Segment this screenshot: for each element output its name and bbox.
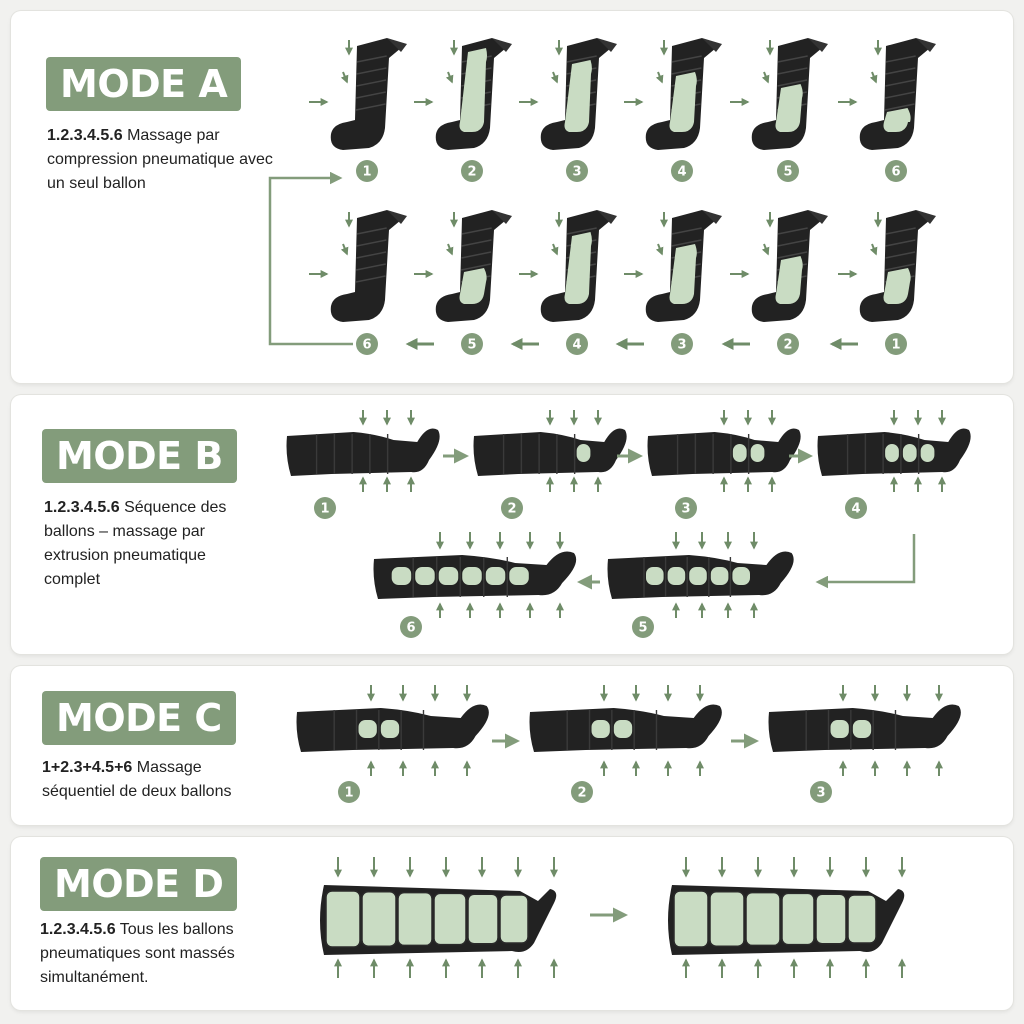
mode-b-sleeve — [473, 428, 627, 476]
svg-text:3: 3 — [816, 786, 825, 801]
mode-a-row2-step: 5 — [461, 333, 483, 355]
mode-a-row1-step: 6 — [885, 160, 907, 182]
mode-d-text: Tous les ballons pneumatiques sont massé… — [40, 921, 235, 986]
pressure-arrow — [550, 71, 559, 84]
svg-text:5: 5 — [783, 165, 792, 180]
svg-text:6: 6 — [406, 621, 415, 636]
svg-text:4: 4 — [851, 502, 860, 517]
svg-text:2: 2 — [783, 338, 792, 353]
svg-text:2: 2 — [467, 165, 476, 180]
mode-c-sleeve — [768, 704, 961, 752]
mode-a-row1-sleeve — [751, 38, 828, 150]
mode-a-row2-sleeve — [859, 210, 936, 322]
pressure-arrow — [761, 243, 770, 256]
mode-c-sleeve — [296, 704, 489, 752]
mode-a-row2-step: 6 — [356, 333, 378, 355]
mode-d-title: MODE D — [40, 857, 238, 911]
mode-b-step: 4 — [845, 497, 867, 519]
svg-text:5: 5 — [467, 338, 476, 353]
mode-a-row1-sleeve — [540, 38, 617, 150]
svg-text:1: 1 — [344, 786, 353, 801]
mode-b-step: 1 — [314, 497, 336, 519]
mode-a-description: 1.2.3.4.5.6 Massage par compression pneu… — [47, 124, 277, 196]
svg-text:3: 3 — [572, 165, 581, 180]
mode-a-row1-step: 3 — [566, 160, 588, 182]
mode-a-row1-step: 5 — [777, 160, 799, 182]
mode-a-row1-sleeve — [435, 38, 512, 150]
mode-b-sleeve — [373, 551, 577, 599]
svg-text:3: 3 — [681, 502, 690, 517]
mode-a-row2-sleeve — [330, 210, 407, 322]
pressure-arrow — [340, 243, 349, 256]
mode-c-step: 1 — [338, 781, 360, 803]
mode-a-sequence: 1.2.3.4.5.6 — [47, 127, 123, 144]
mode-a-row2-step: 1 — [885, 333, 907, 355]
mode-a-row2-step: 3 — [671, 333, 693, 355]
mode-a-row1-sleeve — [330, 38, 407, 150]
svg-text:1: 1 — [891, 338, 900, 353]
svg-text:1: 1 — [320, 502, 329, 517]
mode-a-row1-step: 2 — [461, 160, 483, 182]
svg-text:4: 4 — [572, 338, 581, 353]
mode-c-description: 1+2.3+4.5+6 Massage séquentiel de deux b… — [42, 756, 242, 804]
mode-b-sleeve — [817, 428, 971, 476]
mode-a-row2-step: 4 — [566, 333, 588, 355]
pressure-arrow — [655, 71, 664, 84]
mode-a-text: Massage par compression pneumatique avec… — [47, 127, 273, 192]
mode-b-sequence: 1.2.3.4.5.6 — [44, 499, 120, 516]
mode-a-row2-step: 2 — [777, 333, 799, 355]
svg-text:6: 6 — [362, 338, 371, 353]
mode-a-row2-sleeve — [435, 210, 512, 322]
svg-text:2: 2 — [507, 502, 516, 517]
mode-a-row1-step: 1 — [356, 160, 378, 182]
mode-a-loop-arrow — [268, 171, 353, 346]
pressure-arrow — [445, 71, 454, 84]
pressure-arrow — [869, 243, 878, 256]
mode-b-sleeve — [286, 428, 440, 476]
svg-text:2: 2 — [577, 786, 586, 801]
mode-b-title: MODE B — [42, 429, 237, 483]
mode-c-sleeve — [529, 704, 722, 752]
mode-a-row1-sleeve — [859, 38, 936, 150]
svg-text:1: 1 — [362, 165, 371, 180]
mode-c-title: MODE C — [42, 691, 236, 745]
mode-b-text: Séquence des ballons – massage par extru… — [44, 499, 227, 588]
mode-b-step: 2 — [501, 497, 523, 519]
mode-a-row1-step: 4 — [671, 160, 693, 182]
mode-b-step: 5 — [632, 616, 654, 638]
pressure-arrow — [550, 243, 559, 256]
pressure-arrow — [761, 71, 770, 84]
mode-c-step: 3 — [810, 781, 832, 803]
mode-d-description: 1.2.3.4.5.6 Tous les ballons pneumatique… — [40, 918, 255, 990]
mode-d-sleeve — [668, 885, 905, 955]
mode-a-row2-sleeve — [645, 210, 722, 322]
svg-text:4: 4 — [677, 165, 686, 180]
mode-a-title: MODE A — [46, 57, 242, 111]
mode-b-step: 6 — [400, 616, 422, 638]
mode-c-sequence: 1+2.3+4.5+6 — [42, 759, 133, 776]
mode-c-text: Massage séquentiel de deux ballons — [42, 759, 232, 800]
pressure-arrow — [340, 71, 349, 84]
mode-c-step: 2 — [571, 781, 593, 803]
mode-d-sleeve — [320, 885, 557, 955]
mode-a-row1-sleeve — [645, 38, 722, 150]
pressure-arrow — [445, 243, 454, 256]
mode-b-step: 3 — [675, 497, 697, 519]
mode-b-description: 1.2.3.4.5.6 Séquence des ballons – massa… — [44, 496, 254, 592]
mode-b-return-arrow — [815, 534, 916, 589]
mode-a-row2-sleeve — [540, 210, 617, 322]
mode-a-row2-sleeve — [751, 210, 828, 322]
pressure-arrow — [869, 71, 878, 84]
pressure-arrow — [655, 243, 664, 256]
mode-d-sequence: 1.2.3.4.5.6 — [40, 921, 116, 938]
svg-text:3: 3 — [677, 338, 686, 353]
svg-text:5: 5 — [638, 621, 647, 636]
mode-b-sleeve — [607, 551, 794, 599]
svg-text:6: 6 — [891, 165, 900, 180]
mode-b-sleeve — [647, 428, 801, 476]
